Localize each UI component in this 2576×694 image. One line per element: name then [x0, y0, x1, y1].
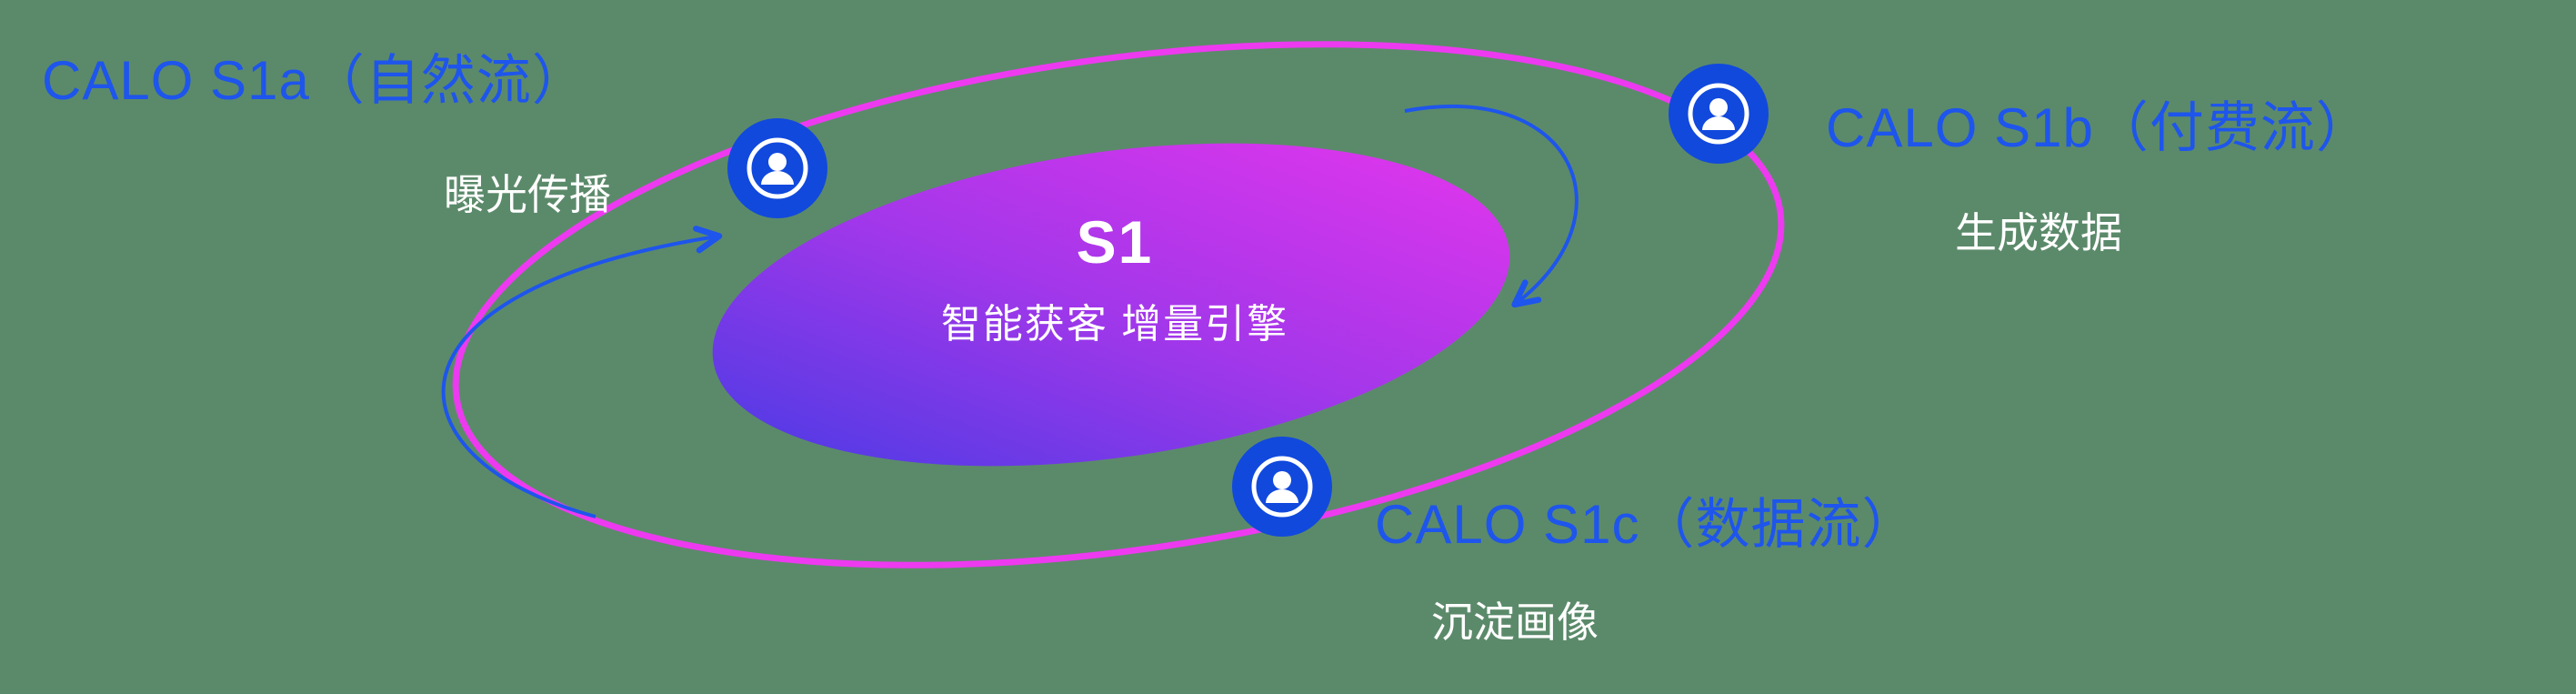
user-icon — [1669, 64, 1769, 164]
node-s1a-title: CALO S1a（自然流） — [42, 50, 587, 111]
core-subtitle: 智能获客 增量引擎 — [940, 302, 1289, 347]
core-label: S1 智能获客 增量引擎 — [837, 207, 1393, 349]
node-s1b-subtitle: 生成数据 — [1955, 209, 2122, 256]
user-icon — [727, 118, 827, 218]
core-title: S1 — [1076, 208, 1154, 276]
core-ellipse — [712, 143, 1510, 467]
orbit-ring — [452, 41, 1785, 568]
node-s1a-subtitle: 曝光传播 — [444, 171, 611, 218]
user-icon — [1232, 437, 1332, 537]
node-s1c-subtitle: 沉淀画像 — [1431, 598, 1599, 646]
node-s1c-title: CALO S1c（数据流） — [1375, 494, 1918, 555]
right-curve-arrow — [1404, 105, 1579, 308]
left-curve-arrow — [441, 226, 723, 518]
node-s1b-title: CALO S1b（付费流） — [1826, 97, 2371, 158]
